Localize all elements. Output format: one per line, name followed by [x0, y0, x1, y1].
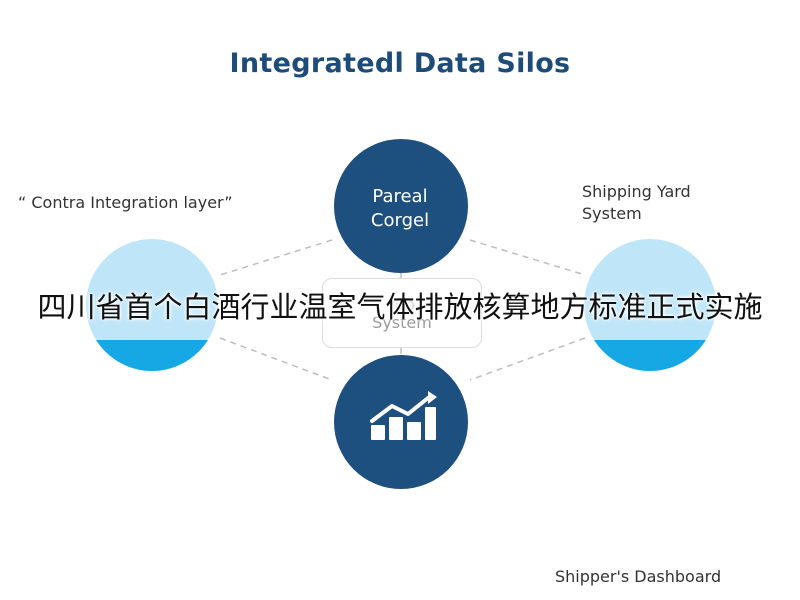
node-top-label-line2: Corgel: [370, 210, 430, 231]
center-node-box: [322, 278, 482, 348]
overlay-caption: 四川省首个白酒行业温室气体排放核算地方标准正式实施: [37, 290, 763, 324]
connector-bottom-right: [469, 337, 586, 381]
connector-top-left: [219, 239, 333, 276]
center-node-label: mp System: [322, 296, 482, 332]
node-top-label: Pareal Corgel: [340, 185, 460, 233]
node-top: [334, 139, 468, 273]
label-left: “ Contra Integration layer”: [18, 193, 233, 212]
label-bottom: Shipper's Dashboard: [555, 567, 722, 586]
center-node-label-line2: System: [372, 313, 432, 332]
node-top-label-line1: Pareal: [372, 186, 428, 207]
node-left: [86, 239, 218, 371]
center-node-label-line1: mp: [389, 295, 415, 314]
connector-bottom-left: [219, 337, 333, 381]
label-right: Shipping Yard System: [582, 182, 691, 223]
bar-chart-trend-icon: [370, 391, 437, 440]
connector-top-right: [469, 239, 586, 276]
diagram-title: Integratedl Data Silos: [229, 48, 571, 79]
